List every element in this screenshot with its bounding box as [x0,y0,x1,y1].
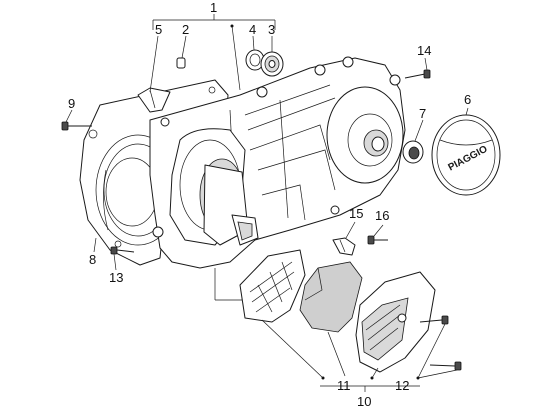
callout-13: 13 [109,270,123,285]
part-14-screw [404,69,431,79]
part-3-bearing [260,51,284,77]
callout-15: 15 [349,206,363,221]
part-9-screw [61,121,92,131]
callout-10: 10 [357,394,371,409]
part-16-screw [367,235,388,245]
part-1-crankcase-cover [149,56,406,269]
callout-9: 9 [68,96,75,111]
part-6-round-cover: PIAGGIO [431,114,501,196]
callout-3: 3 [268,22,275,37]
callout-6: 6 [464,92,471,107]
callout-14: 14 [417,43,431,58]
part-11-foam-filter [299,261,363,333]
part-2-pin [176,57,186,69]
callout-labels: 1 2 3 4 5 6 7 8 9 10 11 12 13 14 15 16 [68,0,471,409]
part-15-clip [332,237,356,256]
callout-11: 11 [337,378,351,393]
callout-8: 8 [89,252,96,267]
callout-12: 12 [395,378,409,393]
callout-4: 4 [249,22,256,37]
part-10-air-box [355,271,436,373]
callout-7: 7 [419,106,426,121]
callout-2: 2 [182,22,189,37]
part-7-cap [402,140,424,164]
part-5-bracket [137,87,171,113]
callout-1: 1 [210,0,217,15]
part-11-grille [239,249,306,323]
leader-lines [65,14,469,392]
part-12-screws [419,315,462,371]
callout-16: 16 [375,208,389,223]
callout-5: 5 [155,22,162,37]
